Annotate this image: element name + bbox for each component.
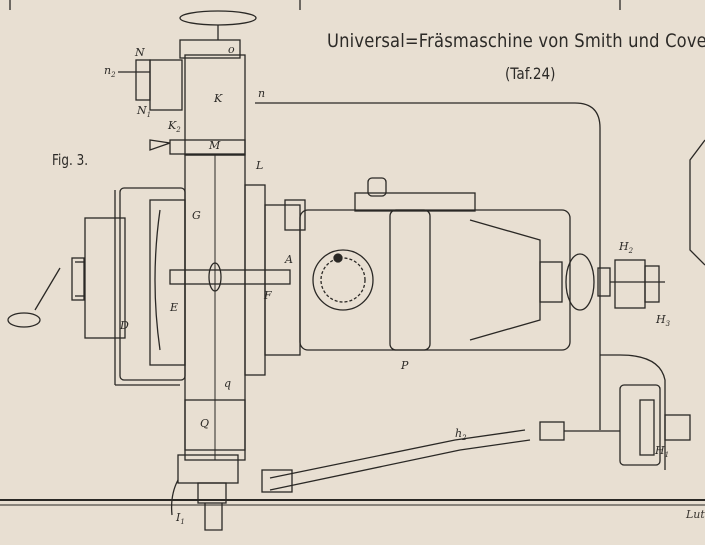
label-K2: K2 [168,119,181,135]
label-I1: I1 [176,511,185,527]
swivel-disc [312,249,374,311]
saddle-top [284,199,306,231]
left-table-frame [114,190,180,386]
pulley-H1-inner [639,399,655,456]
lower-spout [204,503,223,531]
telescopic-shaft-lower [269,439,531,491]
engraver-signature: Lut [686,508,705,521]
column-slide [244,184,266,376]
universal-joint-lower [261,469,293,493]
plate-subtitle: (Taf.24) [505,64,556,83]
lower-housing [197,482,227,504]
crank-arm [34,267,61,311]
label-K: K [214,92,223,105]
curved-slot [154,209,161,351]
handwheel-top [179,10,257,26]
pulley-H1-hub [664,414,691,441]
pulley-cone [565,253,595,311]
label-P: P [401,359,409,372]
edge-object [689,139,705,266]
gear-box-N [149,59,183,111]
plate-title: Universal=Fräsmaschine von Smith und Cov… [327,30,705,52]
label-F: F [264,289,272,302]
pulley-H3 [644,265,660,303]
cutter [208,262,222,292]
telescopic-shaft [269,429,526,479]
spindle-housing-P [299,209,571,351]
base-outline [255,102,601,430]
crank-hub [71,257,85,301]
spindle-nose [539,261,563,303]
gear-N [135,59,151,101]
label-D: D [120,319,129,332]
arbor [169,269,291,285]
label-H2: H2 [619,240,634,256]
housing-taper [469,219,541,341]
lower-slide-Q [184,399,246,451]
housing-band [389,209,431,351]
bracket-arm [600,354,666,470]
head-K [184,54,246,156]
figure-label: Fig. 3. [52,151,89,169]
universal-joint [539,421,565,441]
crank-handle [7,312,41,328]
label-n: n [258,87,266,100]
pulley-H1 [619,384,661,466]
label-H1: H1 [655,444,670,460]
head-top-gear [179,39,241,59]
label-G: G [192,209,201,222]
label-A: A [285,253,293,266]
head-M-ring [169,139,246,155]
label-Q: Q [200,417,210,430]
saddle [264,204,301,356]
label-q: q [224,377,232,390]
label-n2: n2 [104,64,116,80]
dividing-head-face [84,217,126,339]
swivel-bolt [333,253,343,263]
label-N1: N1 [137,104,152,120]
oil-cap [367,177,387,197]
label-L: L [256,159,264,172]
label-H3: H3 [656,313,671,329]
housing-top [354,192,476,212]
label-E: E [170,301,179,314]
lower-gearbox [177,454,239,484]
label-M: M [209,139,221,152]
pointer-tip [149,139,171,151]
lever-I1 [170,479,179,516]
label-N: N [135,46,145,59]
pulley-H2 [614,259,646,309]
label-o: o [228,43,235,56]
label-h2: h2 [455,427,467,443]
swivel-disc-inner [320,257,366,303]
